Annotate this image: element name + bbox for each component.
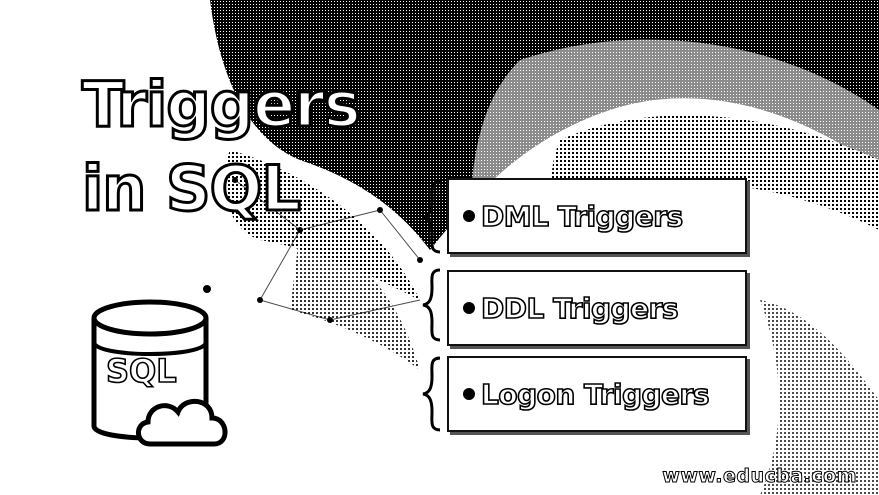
page-title-line-2: in SQL [81, 152, 303, 225]
database-label: SQL [105, 351, 177, 391]
site-url: www.educba.com [662, 465, 857, 488]
brace-icon [422, 356, 441, 432]
bullet-dot-icon [463, 388, 475, 400]
brace-icon [422, 180, 441, 254]
bullet-label: DML Triggers [480, 199, 684, 234]
bullet-label: DDL Triggers [480, 291, 679, 326]
bullet-box-dml: DML Triggers [447, 178, 747, 254]
bullet-label: Logon Triggers [480, 377, 710, 412]
bullet-dot-icon [463, 210, 475, 222]
brace-icon [422, 268, 441, 342]
bullet-dot-icon [463, 302, 475, 314]
bullet-box-ddl: DDL Triggers [447, 270, 747, 346]
database-cloud-icon [91, 299, 228, 447]
bullet-box-logon: Logon Triggers [447, 356, 747, 432]
page-title-line-1: Triggers [81, 68, 363, 141]
